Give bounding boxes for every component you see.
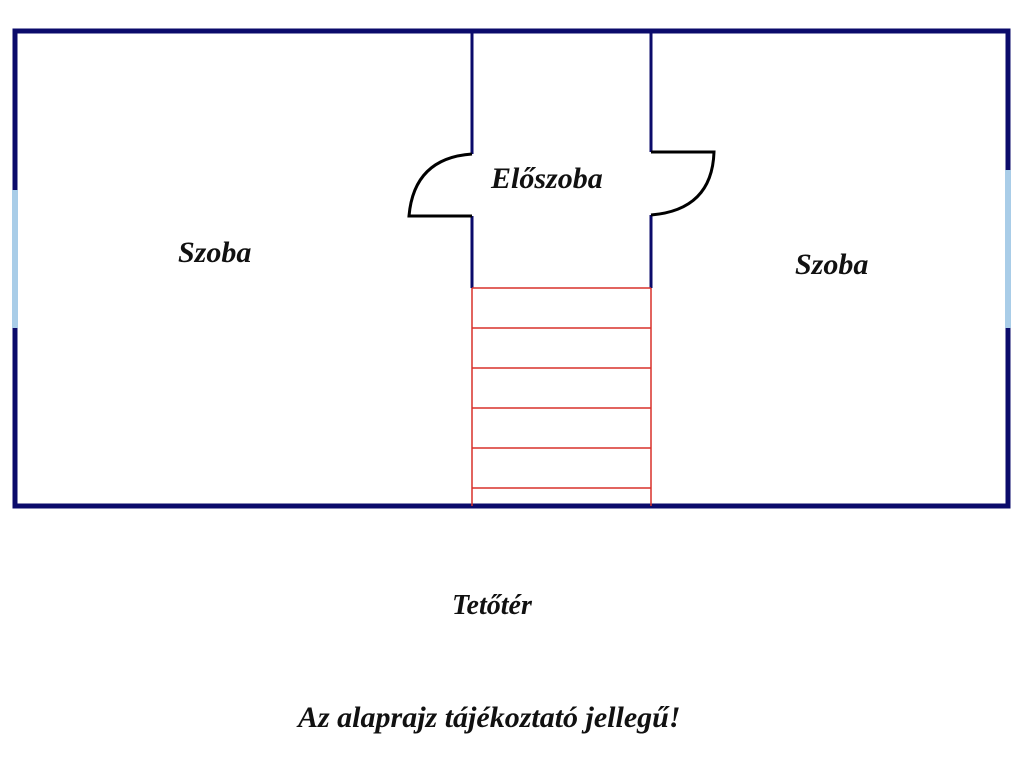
hall-walls: [470, 31, 653, 288]
room-label-left: Szoba: [178, 236, 252, 269]
room-label-hall: Előszoba: [491, 162, 603, 195]
disclaimer: Az alaprajz tájékoztató jellegű!: [298, 701, 681, 734]
door-right: [650, 150, 716, 217]
door-left: [407, 152, 473, 218]
room-label-right: Szoba: [795, 248, 869, 281]
floor-name: Tetőtér: [452, 590, 532, 621]
stairs: [471, 287, 652, 506]
